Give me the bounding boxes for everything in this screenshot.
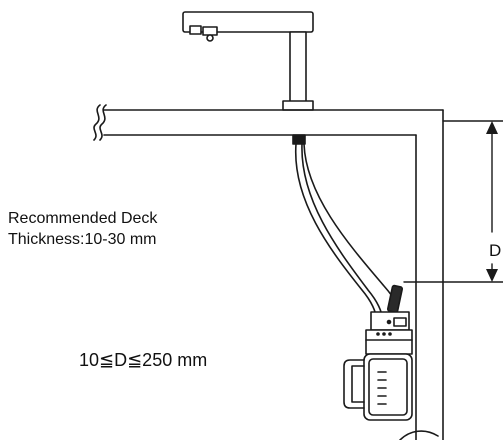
deck-thickness-label-line1: Recommended Deck bbox=[8, 210, 158, 227]
cabinet-break-curve bbox=[399, 430, 439, 441]
supply-hoses bbox=[294, 143, 399, 319]
faucet-stem bbox=[282, 31, 314, 111]
filter-canister bbox=[343, 353, 413, 421]
deck-thickness-label-line2: Thickness:10-30 mm bbox=[8, 231, 157, 248]
dimension-d bbox=[403, 120, 503, 283]
dimension-arrows bbox=[486, 121, 498, 282]
distance-range-label: 10≦D≦250 mm bbox=[79, 350, 208, 370]
mounting-nut bbox=[292, 134, 306, 145]
counter-deck bbox=[93, 104, 444, 441]
faucet-head bbox=[182, 11, 314, 42]
hose-connector bbox=[386, 284, 404, 314]
control-box bbox=[365, 311, 413, 355]
dimension-letter-label: D bbox=[489, 241, 502, 260]
